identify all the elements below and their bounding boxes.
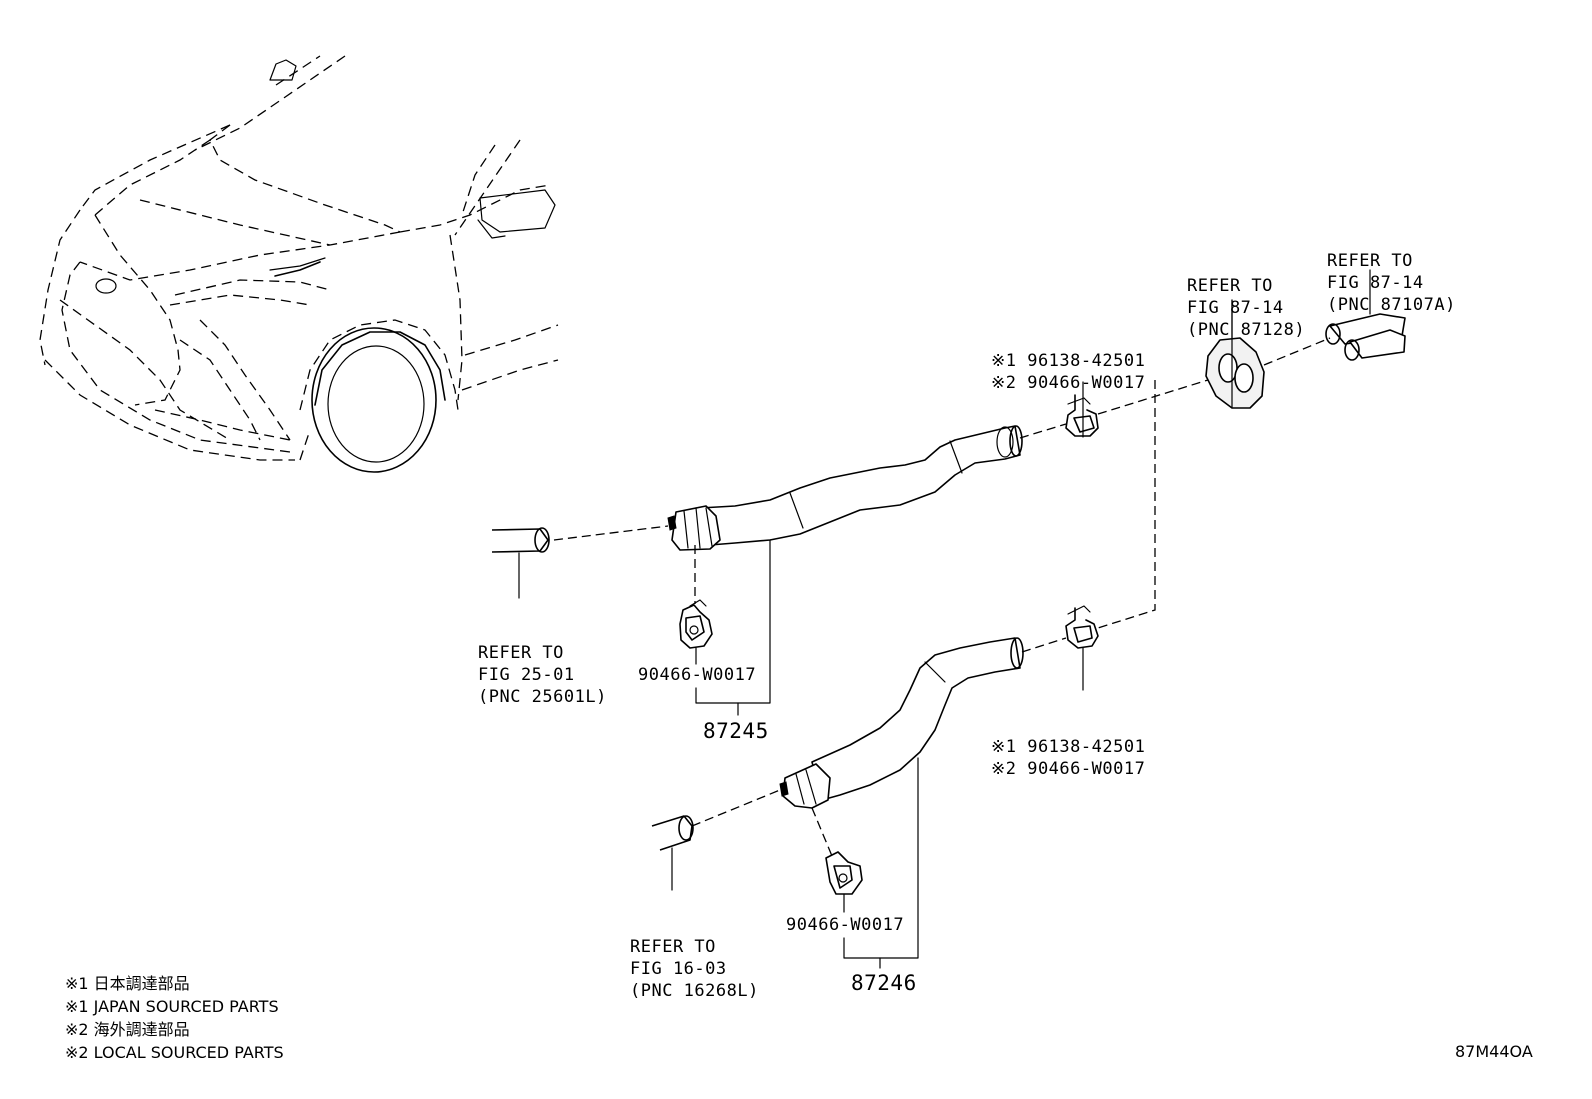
hose-87246 <box>779 637 1024 809</box>
hose-87246-part-number: 87246 <box>851 971 917 995</box>
clamp-lower-inlet-part-number: 90466-W0017 <box>786 915 905 935</box>
vehicle-illustration <box>39 55 559 473</box>
clamp-lower-outlet-label: ※1 96138-42501※2 90466-W0017 <box>991 737 1146 779</box>
assembly-lines <box>553 337 1331 857</box>
note-line: ※1 JAPAN SOURCED PARTS <box>65 997 279 1016</box>
leader-lines <box>518 269 1371 969</box>
clamp-lower-inlet <box>825 851 863 895</box>
pipes-87107a <box>1325 313 1406 361</box>
hose-87245 <box>667 425 1023 551</box>
note-line: ※1 日本調達部品 <box>65 974 190 993</box>
grommet-87128 <box>1205 337 1265 409</box>
clamp-upper-inlet <box>679 599 713 649</box>
clamp-upper-outlet <box>1065 394 1099 437</box>
pipe-fig-16-03 <box>651 815 694 851</box>
sourcing-notes: ※1 日本調達部品 ※1 JAPAN SOURCED PARTS ※2 海外調達部品… <box>65 926 284 1087</box>
clamp-upper-inlet-part-number: 90466-W0017 <box>638 665 757 685</box>
pipe-fig-25-01 <box>491 527 550 553</box>
note-line: ※2 海外調達部品 <box>65 1020 190 1039</box>
hose-87245-part-number: 87245 <box>703 719 769 743</box>
clamp-lower-outlet <box>1065 605 1099 649</box>
diagram-code: 87M44OA <box>1455 1042 1533 1061</box>
note-line: ※2 LOCAL SOURCED PARTS <box>65 1043 284 1062</box>
clamp-upper-outlet-label: ※1 96138-42501※2 90466-W0017 <box>991 351 1146 393</box>
